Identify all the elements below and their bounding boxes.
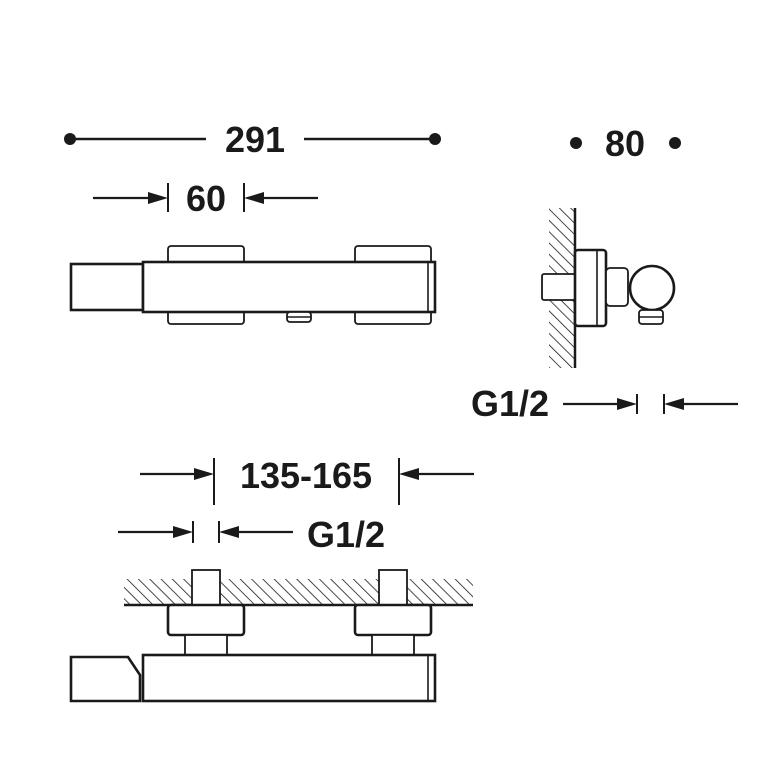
side-connection-label: G1/2: [471, 383, 549, 424]
dimension-centers-range: 135-165: [140, 455, 474, 505]
mixer-body-side: [541, 248, 676, 328]
wall-section-bottom: [124, 579, 473, 605]
depth-label: 80: [605, 123, 645, 164]
dimension-depth: 80: [570, 123, 681, 164]
dimension-overall-length: 291: [64, 119, 441, 160]
overall-length-label: 291: [225, 119, 285, 160]
eccentric-connectors: [166, 603, 433, 662]
dimension-side-connection: G1/2: [471, 383, 738, 424]
handle-width-label: 60: [186, 178, 226, 219]
mixer-body-installed: [69, 653, 437, 703]
mixer-body-front: [69, 245, 437, 325]
front-view: 291 60: [64, 119, 441, 325]
installed-view: 135-165 G1/2: [69, 455, 474, 703]
dimension-inlet-thread: G1/2: [118, 514, 385, 555]
inlet-thread-label: G1/2: [307, 514, 385, 555]
centers-range-label: 135-165: [240, 455, 372, 496]
dimension-handle-width: 60: [93, 178, 318, 219]
side-view: 80 G1/2: [471, 123, 738, 424]
